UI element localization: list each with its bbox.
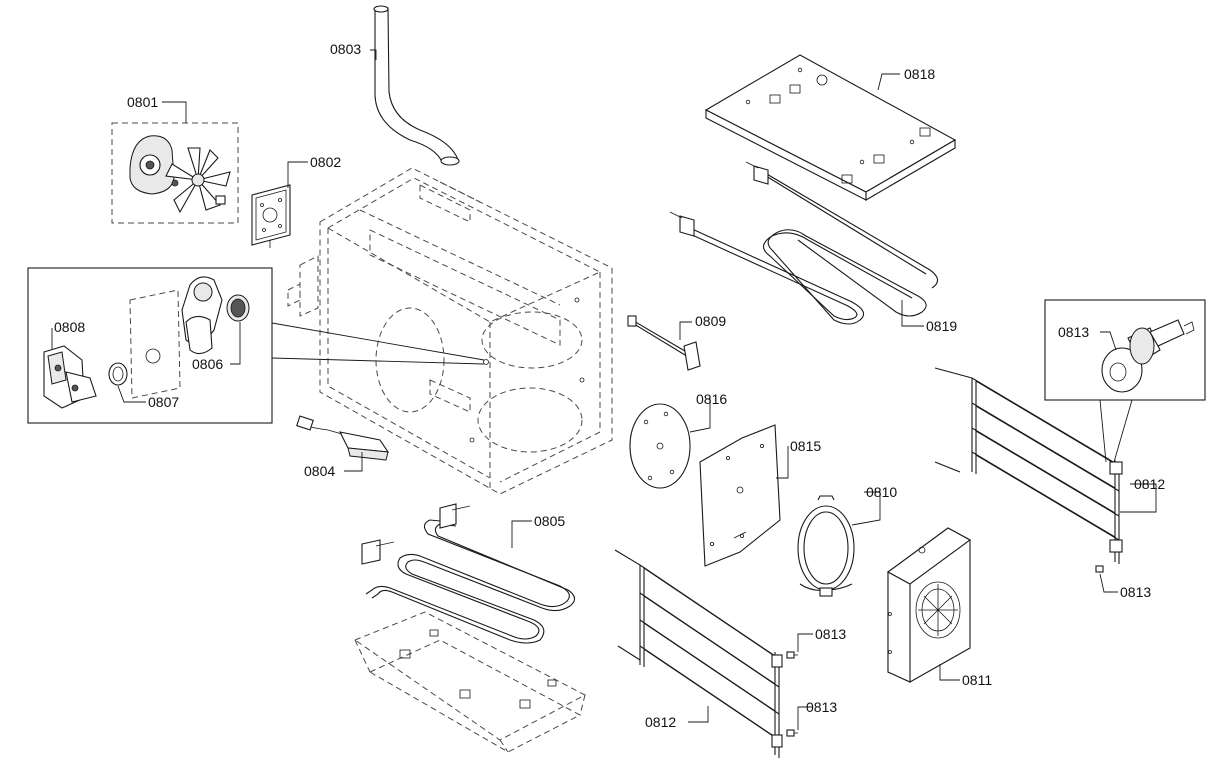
label-0819: 0819 [926,318,957,334]
label-0812-right: 0812 [1134,476,1165,492]
label-0809: 0809 [695,313,726,329]
label-0808: 0808 [54,319,85,335]
part-0812-side-rack-right [934,367,1123,564]
part-oven-cavity [287,167,613,495]
label-0813-a: 0813 [815,626,846,642]
label-0813-b: 0813 [806,699,837,715]
part-0804-connector [296,415,390,461]
label-0806: 0806 [192,356,223,372]
part-0811-fan-housing [886,527,972,683]
label-0807: 0807 [148,394,179,410]
part-0819-top-heater [669,161,939,325]
part-0802-mounting-plate [251,184,291,248]
label-0804: 0804 [304,463,335,479]
label-0813-inset: 0813 [1058,324,1089,340]
label-0816: 0816 [696,391,727,407]
part-0815-rear-panel [699,424,781,567]
part-labels: 0801 0802 0803 0804 0805 0806 0807 0808 … [54,41,1165,730]
label-0813-c: 0813 [1120,584,1151,600]
label-0812-bottom: 0812 [645,714,676,730]
part-0803-exhaust-pipe [373,5,460,166]
leader-lines [51,49,1157,730]
label-0811: 0811 [962,672,992,688]
part-bottom-tray [353,611,587,753]
part-0805-bottom-heater [361,503,576,644]
label-0810: 0810 [866,484,897,500]
inset-0813-detail [1044,299,1206,463]
part-0810-ring-heater [797,495,855,597]
part-0816-fan-cover-disc [629,403,691,489]
label-0815: 0815 [790,438,821,454]
part-0801-fan-motor-assembly [111,122,239,224]
part-0812-side-rack-left [614,549,783,758]
part-0813-screw-c [1095,565,1104,573]
part-0813-screw-b [786,729,798,737]
label-0801: 0801 [127,94,158,110]
label-0803: 0803 [330,41,361,57]
label-0802: 0802 [310,154,341,170]
label-0805: 0805 [534,513,565,529]
part-0809-temperature-probe [627,315,701,371]
label-0818: 0818 [904,66,935,82]
inset-detail-box [27,267,485,424]
part-0813-screw-a [786,651,798,659]
part-0818-top-panel [704,54,957,201]
